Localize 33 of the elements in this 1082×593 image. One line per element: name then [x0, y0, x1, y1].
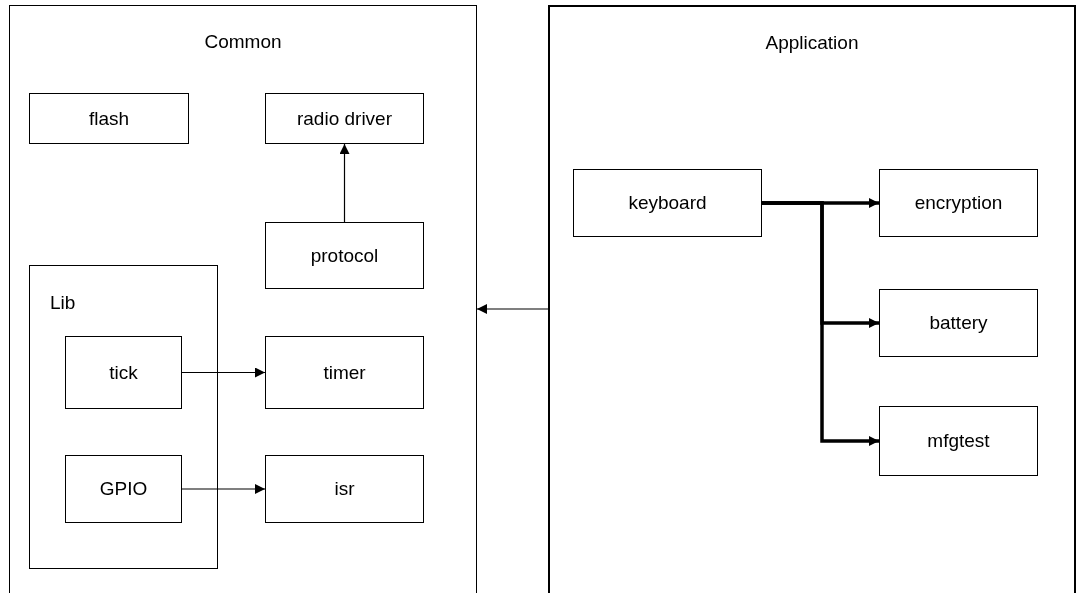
module-label: battery	[929, 312, 988, 334]
module-box	[29, 93, 189, 144]
module-box	[265, 455, 424, 523]
group-title: Common	[204, 31, 282, 53]
group-box	[9, 5, 477, 593]
arrow	[181, 484, 266, 494]
module-box	[265, 222, 424, 289]
module-label: flash	[88, 107, 130, 130]
module-label: protocol	[310, 244, 379, 267]
module-label: GPIO	[99, 478, 148, 500]
group-title: Application	[765, 32, 859, 54]
module-label: timer	[323, 361, 366, 384]
module-label: mfgtest	[927, 430, 990, 452]
module-label: encryption	[914, 192, 1003, 214]
module-box	[879, 289, 1038, 357]
module-box	[879, 406, 1038, 476]
arrow	[476, 304, 549, 314]
module-label: radio driver	[296, 107, 392, 130]
group-box	[29, 265, 218, 569]
module-box	[65, 336, 182, 409]
arrow	[181, 367, 266, 378]
group-box	[548, 5, 1076, 593]
group-title: Lib	[50, 292, 76, 314]
module-box	[65, 455, 182, 523]
module-label: tick	[109, 361, 138, 384]
module-box	[573, 169, 762, 237]
arrow	[339, 143, 350, 223]
module-label: keyboard	[628, 192, 707, 214]
module-box	[265, 336, 424, 409]
module-label: isr	[334, 478, 355, 500]
module-box	[879, 169, 1038, 237]
arrow	[762, 201, 879, 446]
module-box	[265, 93, 424, 144]
